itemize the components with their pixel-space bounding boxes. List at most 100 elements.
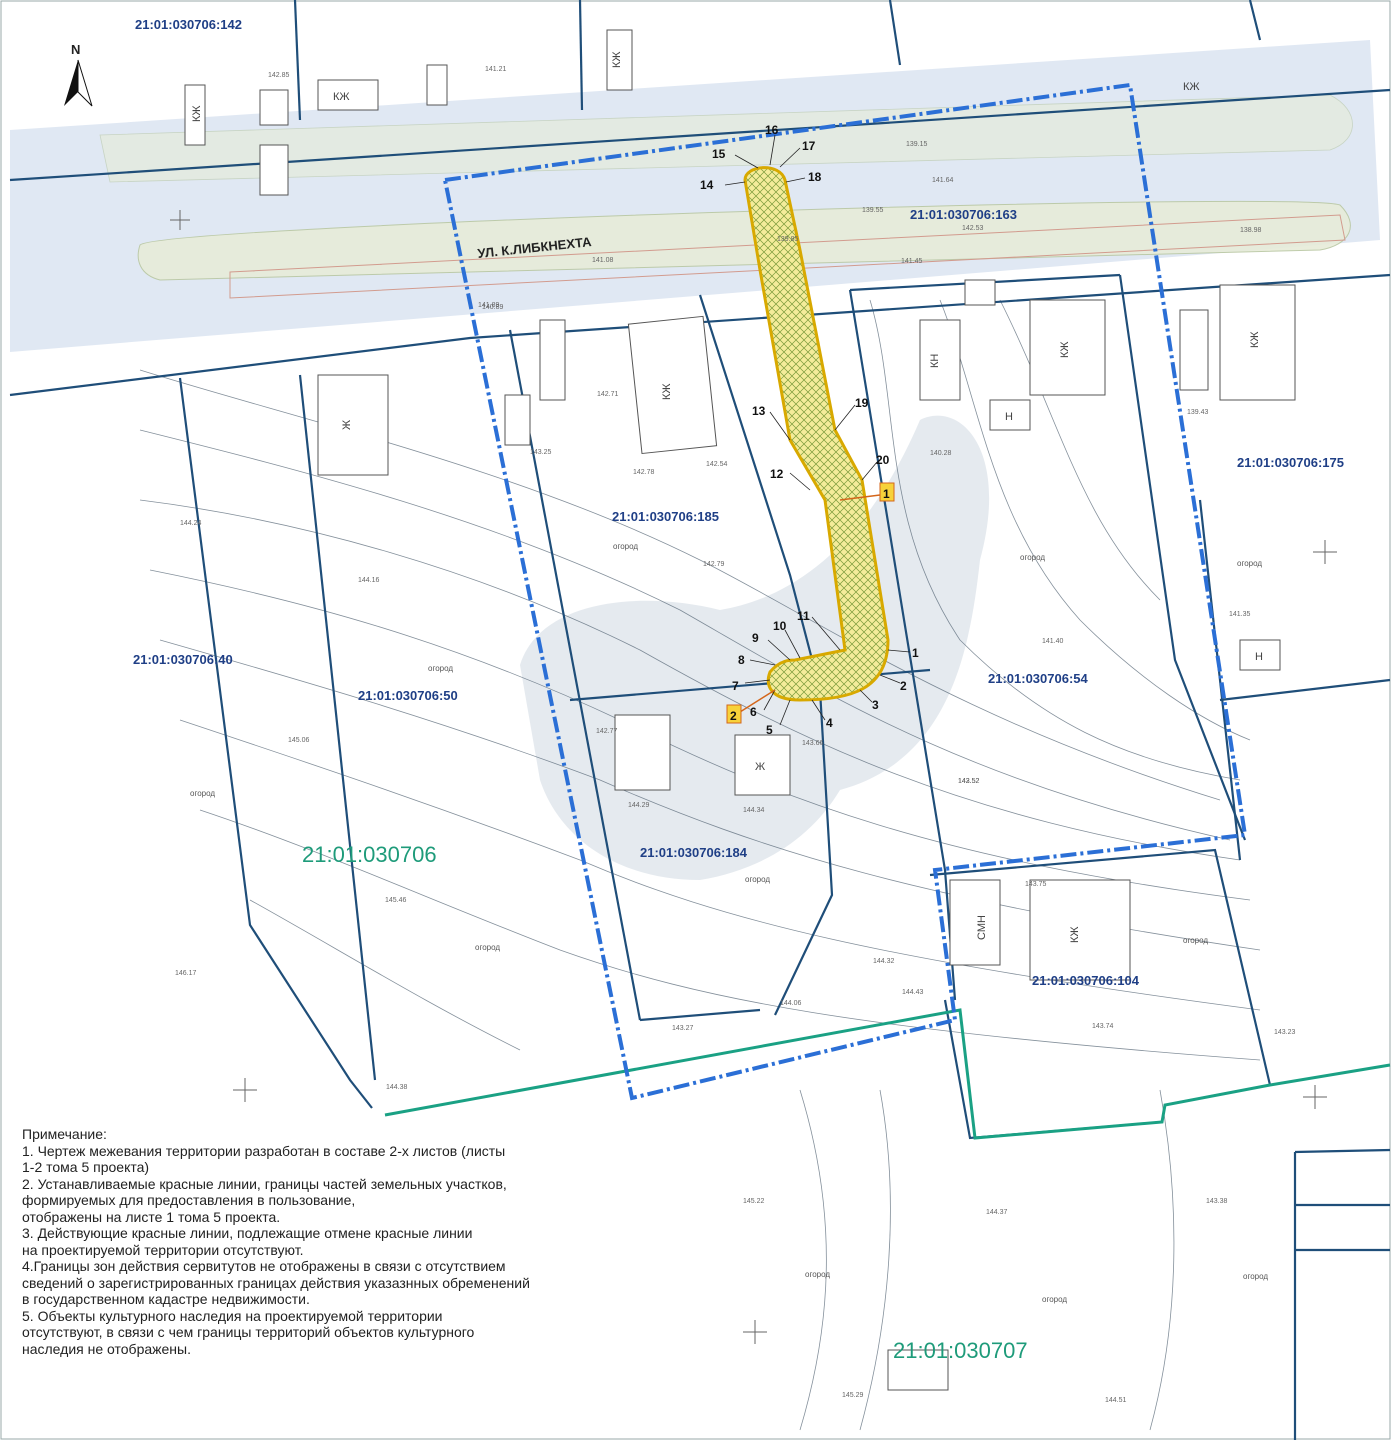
point-label: 14 (700, 178, 714, 192)
point-label: 16 (765, 123, 779, 137)
parcel-label: 21:01:030706:163 (910, 207, 1017, 222)
parcel-label: 21:01:030706:142 (135, 17, 242, 32)
elevation-label: 139.55 (862, 207, 884, 214)
point-label: 10 (773, 619, 787, 633)
grid-crosses (170, 210, 1337, 1344)
point-label: 11 (797, 609, 810, 623)
block-label: 21:01:030706 (302, 842, 437, 867)
elevation-label: 144.32 (873, 958, 895, 965)
marker-1-label: 1 (883, 487, 890, 501)
north-arrow-icon: N (64, 42, 93, 107)
building-label: КЖ (611, 51, 623, 68)
elevation-label: 142.71 (597, 391, 619, 398)
elevation-label: 141.08 (592, 257, 614, 264)
point-label: 20 (876, 453, 890, 467)
building-label: КЖ (1069, 926, 1081, 943)
building-label: КЖ (1183, 81, 1200, 93)
point-label: 8 (738, 653, 745, 667)
elevation-label: 143.23 (1274, 1029, 1296, 1036)
elevation-label: 142.85 (268, 72, 290, 79)
elevation-label: 139.15 (906, 141, 928, 148)
point-label: 6 (750, 705, 757, 719)
marker-1 (879, 482, 895, 502)
point-label: 5 (766, 723, 773, 737)
point-label: 1 (912, 646, 919, 660)
elevation-label: 143.74 (1092, 1023, 1114, 1030)
building-label: Ж (341, 420, 353, 430)
elevation-label: 142.52 (958, 778, 980, 785)
elevation-label: 140.28 (930, 450, 952, 457)
block-label: 21:01:030707 (893, 1338, 1028, 1363)
elevation-label: 144.43 (902, 989, 924, 996)
street-green-strip (137, 200, 1351, 281)
elevation-label: 146.17 (175, 970, 197, 977)
point-label: 2 (900, 679, 907, 693)
elevation-label: 144.51 (1105, 1397, 1127, 1404)
street-red-strip (229, 214, 1346, 299)
point-label: 17 (802, 139, 816, 153)
zone-1 (743, 166, 890, 702)
garden-label: огород (805, 1270, 830, 1279)
elevation-label: 141.40 (1042, 638, 1064, 645)
elevation-label: 144.34 (743, 807, 765, 814)
elevation-label: 143.66 (802, 740, 824, 747)
building-label: КЖ (1059, 341, 1071, 358)
parcel-label: 21:01:030706:175 (1237, 455, 1344, 470)
point-label: 12 (770, 467, 784, 481)
buildings (184, 29, 1296, 1391)
elevation-label: 142.79 (703, 561, 725, 568)
parcel-label: 21:01:030706:50 (358, 688, 458, 703)
point-label: 18 (808, 170, 822, 184)
point-label: 4 (826, 716, 833, 730)
elevation-label: 143.38 (1206, 1198, 1228, 1205)
note-line: 3. Действующие красные линии, подлежащие… (22, 1225, 473, 1241)
garden-label: огород (1183, 936, 1208, 945)
elevation-label: 140.89 (482, 304, 504, 311)
marker-1-leader (839, 494, 881, 501)
marker-2-label: 2 (730, 709, 737, 723)
elevation-label: 144.38 (386, 1084, 408, 1091)
garden-label: огород (613, 542, 638, 551)
notes-block: Примечание: 1. Чертеж межевания территор… (22, 1126, 722, 1357)
building-label: КЖ (333, 91, 350, 103)
building-label: КЖ (1249, 331, 1261, 348)
building-label: КЖ (661, 383, 673, 400)
note-line: отображены на листе 1 тома 5 проекта. (22, 1208, 281, 1225)
garden-label: огород (1020, 553, 1045, 562)
garden-label: огород (475, 943, 500, 952)
building-label: СМН (976, 915, 988, 940)
building-label: Н (1005, 411, 1013, 423)
elevation-label: 141.21 (485, 66, 507, 73)
elevation-label: 139.43 (1187, 409, 1209, 416)
note-line: отсутствуют, в связи с чем границы терри… (22, 1324, 475, 1340)
elevation-label: 145.29 (842, 1392, 864, 1399)
elevation-label: 144.24 (180, 520, 202, 527)
north-label: N (71, 42, 80, 57)
elevation-label: 143.52 (958, 778, 980, 785)
building-label: Ж (755, 761, 765, 773)
building-label: Н (1255, 651, 1263, 663)
point-label: 9 (752, 631, 759, 645)
garden-label: огород (1243, 1272, 1268, 1281)
point-label: 7 (732, 679, 739, 693)
elevation-label: 139.85 (777, 236, 799, 243)
elevation-label: 142.78 (633, 469, 655, 476)
note-line: сведений о зарегистрированных границах д… (22, 1274, 530, 1291)
elevation-label: 141.64 (932, 177, 954, 184)
note-line: формируемых для предоставления в пользов… (22, 1192, 356, 1208)
point-label: 19 (855, 396, 869, 410)
elevation-label: 144.06 (780, 1000, 802, 1007)
point-leaders (724, 134, 911, 726)
note-line: 1-2 тома 5 проекта) (22, 1159, 150, 1175)
note-line: наследия не отображены. (22, 1340, 191, 1357)
elevation-label: 144.16 (358, 577, 380, 584)
elevation-label: 145.22 (743, 1198, 765, 1205)
elevation-label: 142.54 (706, 461, 728, 468)
elevation-label: 143.25 (530, 449, 552, 456)
elevation-label: 143.27 (672, 1025, 694, 1032)
building-label: КН (929, 354, 941, 368)
parcel-label: 21:01:030706:104 (1032, 973, 1140, 988)
block-boundary-green (384, 1008, 1391, 1140)
note-line: 2. Устанавливаемые красные линии, границ… (22, 1175, 507, 1192)
